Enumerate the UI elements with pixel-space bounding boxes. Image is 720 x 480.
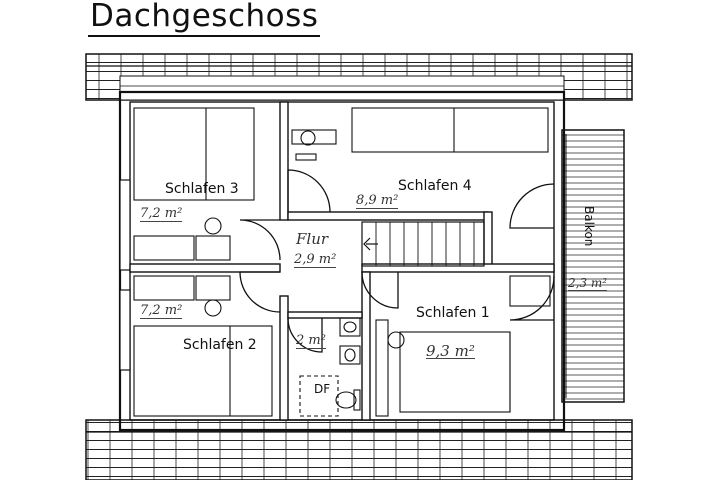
bath-fixtures bbox=[299, 317, 361, 417]
room-area-balkon: 2,3 m² bbox=[568, 276, 608, 291]
room-name-schlafen-2: Schlafen 2 bbox=[183, 337, 257, 353]
room-name-schlafen-3: Schlafen 3 bbox=[165, 181, 239, 197]
room-name-schlafen-4: Schlafen 4 bbox=[398, 178, 472, 194]
roof-window-label: DF bbox=[314, 382, 331, 396]
balcony bbox=[561, 129, 625, 403]
interior-walls bbox=[129, 101, 555, 421]
room-name-flur: Flur bbox=[296, 230, 329, 248]
room-area-flur: 2,9 m² bbox=[294, 252, 337, 268]
room-name-schlafen-1: Schlafen 1 bbox=[416, 305, 490, 321]
furniture-schlafen-4 bbox=[291, 107, 549, 161]
doors bbox=[239, 169, 555, 353]
page-title: Dachgeschoss bbox=[88, 0, 321, 37]
furniture-schlafen-3 bbox=[133, 107, 255, 261]
room-area-schlafen-4: 8,9 m² bbox=[356, 193, 399, 209]
staircase bbox=[361, 221, 485, 267]
furniture-schlafen-1 bbox=[375, 275, 551, 417]
furniture-schlafen-2 bbox=[133, 275, 273, 417]
room-area-bad: 2 m² bbox=[296, 333, 326, 349]
outer-walls bbox=[118, 90, 566, 432]
room-name-balkon: Balkon bbox=[582, 206, 596, 247]
room-area-schlafen-3: 7,2 m² bbox=[140, 206, 183, 222]
room-area-schlafen-2: 7,2 m² bbox=[140, 303, 183, 319]
room-area-schlafen-1: 9,3 m² bbox=[426, 342, 475, 360]
